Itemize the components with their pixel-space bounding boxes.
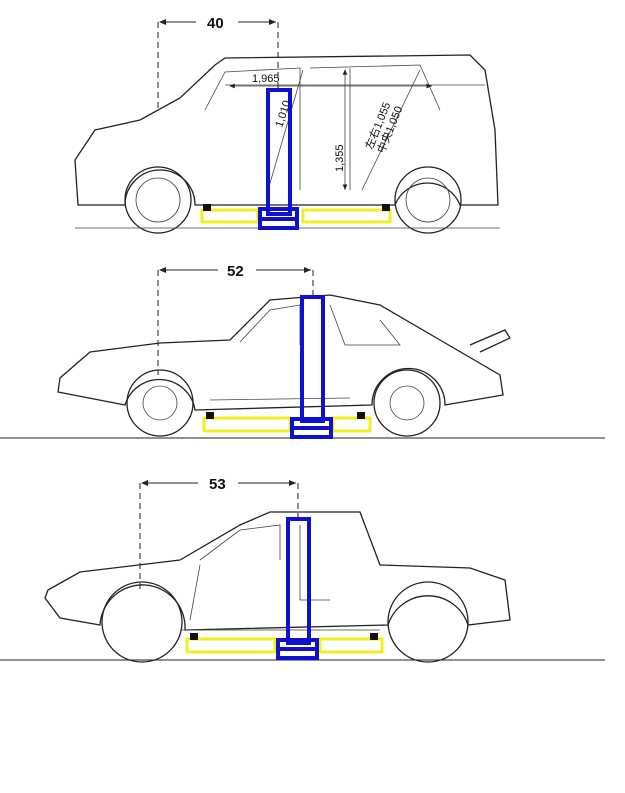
- measurement-label: 53: [209, 476, 226, 493]
- jack-pad-front: [202, 416, 292, 433]
- measurement-label: 52: [227, 263, 244, 280]
- frame-column: [300, 295, 325, 423]
- jack-pad-front: [185, 637, 277, 654]
- car-3-targa: 53: [0, 476, 605, 663]
- jack-pad-rear: [318, 637, 384, 654]
- frame-column: [266, 88, 292, 216]
- frame-column: [286, 517, 311, 645]
- height-annotation: 1,355: [334, 144, 346, 172]
- jack-pad-front: [200, 208, 260, 224]
- measurement-label: 40: [207, 15, 224, 32]
- length-annotation: 1,965: [252, 73, 280, 85]
- car-2-coupe: 52: [0, 263, 605, 439]
- jack-pad-rear: [301, 208, 392, 224]
- car-1-van: 1,965 1,010 1,355 左右1,055 中央1,050 40: [74, 15, 500, 234]
- jack-pad-rear: [331, 416, 372, 433]
